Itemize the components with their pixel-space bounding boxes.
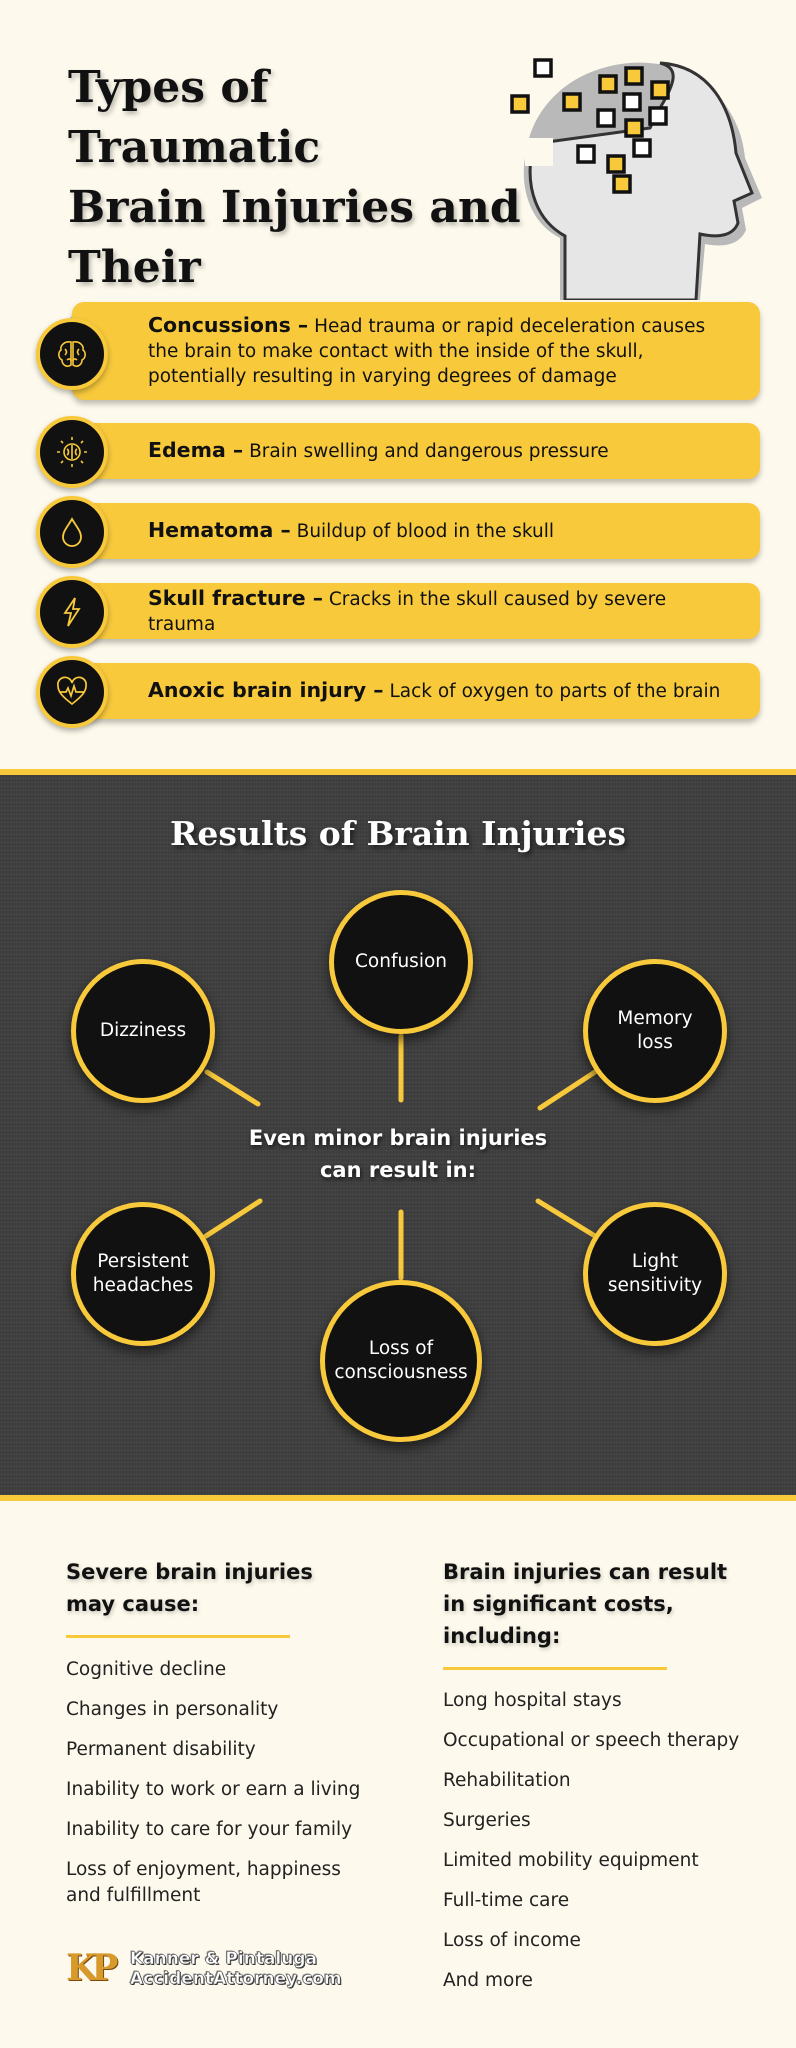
brain-icon bbox=[36, 318, 108, 390]
result-label: Persistent headaches bbox=[92, 1251, 194, 1296]
logo-text: Kanner & Pintaluga AccidentAttorney.com bbox=[130, 1949, 342, 1990]
list-item: Inability to work or earn a living bbox=[66, 1779, 361, 1800]
results-section bbox=[0, 775, 796, 1495]
brain-glow-icon bbox=[36, 416, 108, 488]
injury-type-row: Edema – Brain swelling and dangerous pre… bbox=[72, 423, 760, 479]
costs-divider bbox=[443, 1667, 667, 1670]
center-line: can result in: bbox=[319, 1158, 477, 1182]
injury-type-row: Hematoma – Buildup of blood in the skull bbox=[72, 503, 760, 559]
result-label: Light sensitivity bbox=[607, 1251, 703, 1296]
list-item: Full-time care bbox=[443, 1890, 570, 1911]
injury-desc: Cracks in the skull caused by severe tra… bbox=[148, 588, 667, 635]
head-puzzle-icon bbox=[510, 58, 762, 300]
costs-list: Long hospital stays Occupational or spee… bbox=[443, 1688, 763, 2008]
title-line: Types of Traumatic bbox=[68, 62, 321, 173]
injury-desc: Head trauma or rapid deceleration causes… bbox=[148, 316, 706, 387]
severe-heading: Severe brain injuries may cause: bbox=[66, 1556, 313, 1620]
result-node-light-sensitivity: Light sensitivity bbox=[583, 1202, 727, 1346]
results-title: Results of Brain Injuries bbox=[169, 814, 627, 853]
logo-line: AccidentAttorney.com bbox=[130, 1969, 342, 1990]
severe-list: Cognitive decline Changes in personality… bbox=[66, 1657, 366, 1923]
heading-line: Brain injuries can result bbox=[443, 1560, 728, 1584]
costs-heading: Brain injuries can result in significant… bbox=[443, 1556, 727, 1652]
severe-divider bbox=[66, 1635, 290, 1638]
injury-name: Skull fracture – bbox=[148, 585, 323, 610]
list-item: Occupational or speech therapy bbox=[443, 1730, 740, 1751]
heading-line: including: bbox=[443, 1624, 561, 1648]
injury-name: Concussions – bbox=[148, 313, 309, 337]
injury-name: Edema – bbox=[148, 438, 244, 462]
list-item: Surgeries bbox=[443, 1810, 531, 1831]
result-label: Dizziness bbox=[99, 1020, 187, 1041]
results-center-text: Even minor brain injuries can result in: bbox=[248, 1122, 548, 1186]
list-item: Cognitive decline bbox=[66, 1659, 227, 1680]
injury-name: Anoxic brain injury – bbox=[148, 678, 384, 702]
injury-desc: Buildup of blood in the skull bbox=[296, 521, 555, 542]
firm-logo: KP Kanner & Pintaluga AccidentAttorney.c… bbox=[66, 1946, 356, 1992]
result-label: Loss of consciousness bbox=[334, 1338, 468, 1383]
injury-desc: Lack of oxygen to parts of the brain bbox=[389, 681, 721, 702]
result-node-loss-of-consciousness: Loss of consciousness bbox=[320, 1280, 482, 1442]
heading-line: Severe brain injuries bbox=[66, 1560, 313, 1584]
center-line: Even minor brain injuries bbox=[248, 1126, 548, 1150]
logo-mark: KP bbox=[66, 1947, 118, 1989]
list-item: Changes in personality bbox=[66, 1699, 279, 1720]
lightning-icon bbox=[36, 576, 108, 648]
logo-line: Kanner & Pintaluga bbox=[130, 1949, 318, 1970]
heart-pulse-icon bbox=[36, 656, 108, 728]
list-item: Loss of income bbox=[443, 1930, 581, 1951]
list-item: Loss of enjoyment, happiness and fulfill… bbox=[66, 1859, 341, 1906]
result-label: Memory loss bbox=[617, 1008, 693, 1053]
injury-type-row: Skull fracture – Cracks in the skull cau… bbox=[72, 583, 760, 639]
result-node-confusion: Confusion bbox=[329, 890, 473, 1034]
heading-line: in significant costs, bbox=[443, 1592, 674, 1616]
injury-type-row: Concussions – Head trauma or rapid decel… bbox=[72, 302, 760, 400]
injury-name: Hematoma – bbox=[148, 518, 291, 542]
section-divider bbox=[0, 769, 796, 775]
list-item: Inability to care for your family bbox=[66, 1819, 353, 1840]
section-divider bbox=[0, 1495, 796, 1501]
title-line: Brain Injuries and bbox=[68, 182, 521, 233]
injury-desc: Brain swelling and dangerous pressure bbox=[249, 441, 609, 462]
result-node-dizziness: Dizziness bbox=[71, 959, 215, 1103]
injury-type-row: Anoxic brain injury – Lack of oxygen to … bbox=[72, 663, 760, 719]
list-item: Permanent disability bbox=[66, 1739, 256, 1760]
list-item: Rehabilitation bbox=[443, 1770, 571, 1791]
list-item: And more bbox=[443, 1970, 533, 1991]
blood-drop-icon bbox=[36, 496, 108, 568]
list-item: Long hospital stays bbox=[443, 1690, 622, 1711]
result-node-memory-loss: Memory loss bbox=[583, 959, 727, 1103]
heading-line: may cause: bbox=[66, 1592, 200, 1616]
list-item: Limited mobility equipment bbox=[443, 1850, 699, 1871]
result-label: Confusion bbox=[354, 951, 448, 972]
result-node-persistent-headaches: Persistent headaches bbox=[71, 1202, 215, 1346]
